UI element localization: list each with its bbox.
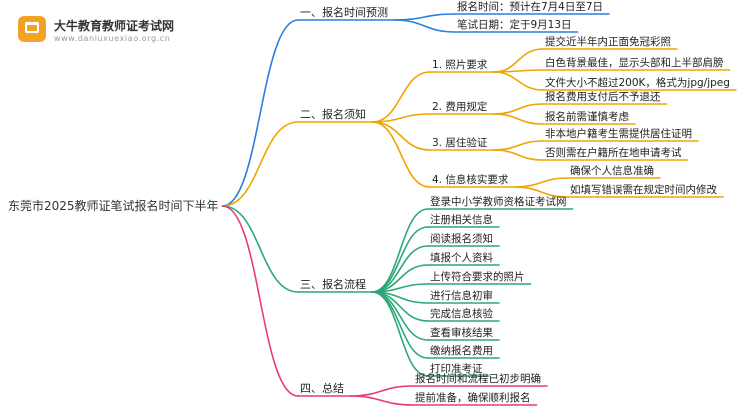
book-icon [18, 16, 46, 42]
leaf-node: 填报个人资料 [430, 251, 493, 264]
leaf-node: 进行信息初审 [430, 289, 493, 302]
leaf-node: 缴纳报名费用 [430, 344, 493, 357]
leaf-node: 如填写错误需在规定时间内修改 [570, 183, 717, 196]
connector-root-branch [221, 121, 299, 207]
logo-name: 大牛教育教师证考试网 [54, 19, 175, 33]
logo-url: www.daniuxuexiao.org.cn [54, 34, 171, 43]
connector-branch-sub [371, 71, 431, 123]
site-logo: 大牛教育教师证考试网 www.daniuxuexiao.org.cn [18, 12, 228, 48]
connector-branch-leaf [349, 395, 414, 406]
leaf-node: 否则需在户籍所在地申请考试 [545, 146, 682, 159]
sub-node: 4. 信息核实要求 [432, 173, 509, 186]
connector-branch-leaf [393, 13, 456, 21]
connector-branch-sub [371, 113, 431, 123]
leaf-node: 报名时间和流程已初步明确 [415, 372, 541, 385]
leaf-node: 注册相关信息 [430, 213, 493, 226]
root-node: 东莞市2025教师证笔试报名时间下半年 [8, 198, 219, 213]
connector-root-branch [221, 205, 299, 293]
connector-branch-leaf [349, 385, 414, 397]
branch-1: 一、报名时间预测 [300, 5, 388, 19]
leaf-node: 查看审核结果 [430, 326, 493, 339]
branch-4: 四、总结 [300, 381, 344, 395]
connector-root-branch [221, 205, 299, 397]
leaf-node: 阅读报名须知 [430, 232, 493, 245]
leaf-node: 打印准考证 [430, 362, 483, 375]
leaf-node: 提交近半年内正面免冠彩照 [545, 35, 671, 48]
connector-root-branch [221, 19, 299, 207]
sub-node: 2. 费用规定 [432, 100, 488, 113]
connector-branch-leaf [371, 226, 429, 293]
leaf-node: 确保个人信息准确 [570, 164, 654, 177]
branch-2: 二、报名须知 [300, 107, 366, 121]
connector-sub-leaf [492, 140, 544, 151]
leaf-node: 报名时间：预计在7月4日至7日 [457, 0, 603, 13]
leaf-node: 完成信息核验 [430, 307, 493, 320]
leaf-node: 笔试日期：定于9月13日 [457, 18, 572, 31]
leaf-node: 非本地户籍考生需提供居住证明 [545, 127, 692, 140]
leaf-node: 上传符合要求的照片 [430, 270, 525, 283]
sub-node: 3. 居住验证 [432, 136, 488, 149]
connector-sub-leaf [492, 149, 544, 161]
leaf-node: 登录中小学教师资格证考试网 [430, 195, 567, 208]
leaf-node: 文件大小不超过200K，格式为jpg/jpeg [545, 76, 730, 89]
connector-sub-leaf [492, 103, 544, 115]
connector-sub-leaf [513, 186, 569, 198]
leaf-node: 报名费用支付后不予退还 [545, 90, 661, 103]
connector-branch-leaf [393, 19, 456, 33]
leaf-node: 报名前需谨慎考虑 [545, 110, 629, 123]
connector-sub-leaf [492, 48, 544, 73]
leaf-node: 白色背景最佳，显示头部和上半部肩膀 [545, 56, 724, 69]
connector-sub-leaf [492, 113, 544, 125]
branch-3: 三、报名流程 [300, 277, 366, 291]
connector-branch-leaf [371, 291, 429, 377]
connector-branch-sub [371, 121, 431, 188]
sub-node: 1. 照片要求 [432, 58, 488, 71]
connector-branch-sub [371, 121, 431, 151]
leaf-node: 提前准备，确保顺利报名 [415, 391, 531, 404]
connector-sub-leaf [513, 177, 569, 188]
connector-sub-leaf [492, 71, 544, 91]
